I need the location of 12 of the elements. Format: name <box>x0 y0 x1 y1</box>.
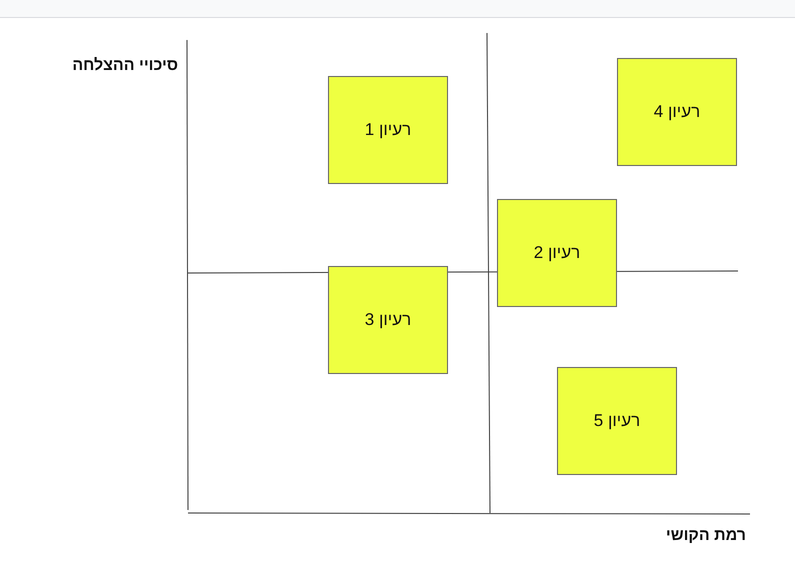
sticky-note <box>557 367 677 475</box>
sticky-note <box>328 76 448 184</box>
sticky-note <box>497 199 617 307</box>
note-text: רעיון 1 <box>364 120 412 140</box>
note-text: רעיון 2 <box>534 243 580 263</box>
x-axis-title: רמת הקושי <box>666 527 746 545</box>
note-text: רעיון 5 <box>594 411 640 431</box>
note-text: רעיון 3 <box>364 310 412 330</box>
y-axis-title: סיכויי ההצלחה <box>72 57 178 75</box>
sticky-note <box>328 266 448 374</box>
note-text: רעיון 4 <box>654 102 700 122</box>
sticky-note <box>617 58 737 166</box>
